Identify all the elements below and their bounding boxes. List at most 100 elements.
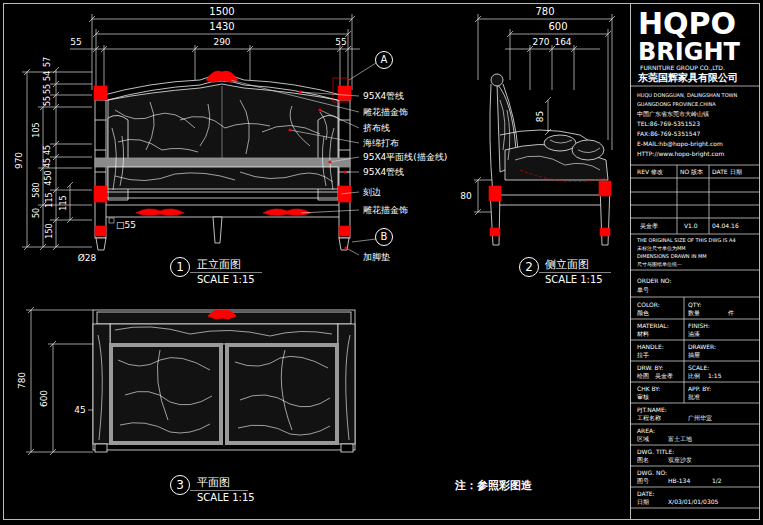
front-elevation: [95, 120, 350, 172]
plan-view: [227, 345, 337, 443]
title-block-grid: [677, 165, 678, 234]
side-elevation: [490, 84, 493, 195]
title-block-text: HB-134: [668, 478, 690, 484]
carved-ornament: [263, 209, 311, 215]
title-block-text: 油漆: [688, 331, 700, 337]
plan-view: [341, 444, 353, 452]
front-dimension-lines: [96, 34, 348, 35]
dimension-text: 290: [213, 38, 230, 47]
side-dimension-lines: [474, 180, 492, 181]
title-block-text: 审核: [637, 394, 649, 400]
front-elevation: [339, 238, 349, 250]
carved-ornament: [600, 228, 610, 236]
front-dimension-lines: [92, 14, 93, 90]
plan-dimension-lines: [53, 344, 54, 452]
title-block-grid: [630, 319, 760, 320]
plan-view: [95, 444, 107, 452]
front-elevation: [108, 167, 338, 189]
leader-line: [539, 272, 611, 273]
leader-line: [109, 218, 114, 223]
front-dimension-lines: [22, 72, 92, 73]
plan-view: [110, 324, 338, 344]
title-block-text: V1.0: [684, 223, 698, 229]
title-block-text: HTTP://www.hopo-bright.com: [637, 151, 724, 157]
fabric-pattern: [240, 100, 249, 154]
leader-line: [320, 110, 359, 128]
title-block-text: TEL:86-769-5351523: [637, 121, 700, 127]
dimension-text: 54: [44, 71, 52, 81]
title-block-grid: [630, 297, 760, 298]
title-block-grid: [630, 165, 760, 166]
carved-ornament: [599, 181, 611, 196]
view-title: 平面图: [197, 477, 230, 488]
plan-dimension-lines: [26, 452, 93, 453]
side-elevation: [544, 135, 576, 151]
front-elevation: [95, 158, 350, 167]
fabric-pattern: [550, 140, 572, 143]
view-number-circle: 2: [519, 257, 539, 277]
side-dimension-lines: [608, 29, 609, 140]
front-elevation: [222, 86, 223, 158]
title-block-grid: [630, 192, 760, 193]
side-dimension-lines: [475, 16, 615, 52]
title-block-grid: [630, 86, 760, 508]
fabric-pattern: [118, 139, 198, 152]
title-block-text: 工程名称: [637, 415, 661, 421]
callout-text: 海绵打布: [363, 139, 399, 148]
view-number: A: [381, 55, 388, 65]
carved-ornament: [94, 71, 351, 236]
leader-line: [349, 63, 376, 80]
company-logo: 东莞国辉家具有限公司: [638, 73, 738, 83]
front-elevation: [95, 75, 350, 250]
title-block-grid: [630, 382, 760, 383]
title-block-text: MATERIAL:: [637, 323, 669, 329]
leader-line: [346, 248, 359, 255]
title-block-text: 双座沙发: [668, 457, 692, 463]
title-block-text: ORDER NO:: [637, 278, 672, 284]
dimension-text: 1430: [209, 22, 234, 32]
dimension-text: 55: [70, 38, 81, 47]
title-block-grid: [630, 218, 760, 219]
title-block-grid: [630, 424, 760, 425]
company-logo: FURNITURE GROUP CO.,LTD.: [640, 65, 725, 71]
front-dimension-lines: [24, 67, 73, 250]
title-block-text: E-MAIL:hb@hopo-bright.com: [637, 141, 723, 147]
dimension-text: 105: [33, 122, 41, 137]
note-text: 注：参照彩图造: [455, 480, 532, 491]
plan-dimension-lines: [26, 307, 110, 455]
leader-line: [300, 210, 359, 213]
dimension-text: 115: [60, 195, 68, 210]
fabric-pattern: [235, 356, 328, 368]
view-title: 侧立面图: [545, 259, 589, 270]
title-block-text: FAX:86-769-5351547: [637, 131, 700, 137]
dimension-text: 45: [44, 145, 52, 155]
title-block-text: 广州华宜: [688, 415, 712, 421]
side-elevation: [572, 140, 604, 160]
title-block-text: DRAWER:: [688, 344, 716, 350]
title-block-grid: [630, 466, 760, 467]
drawing-frame: [630, 3, 631, 520]
title-block-text: DATE 日期: [712, 169, 742, 175]
title-block-text: 绘图: [637, 373, 649, 379]
view-number-circle: 3: [170, 475, 190, 495]
view-number-circle: 1: [170, 257, 190, 277]
fabric-pattern: [120, 423, 210, 433]
company-logo: HQPO: [638, 9, 736, 39]
plan-view: [93, 310, 355, 450]
fabric-pattern: [125, 391, 212, 405]
fabric-pattern: [115, 327, 332, 336]
dimension-text: 45: [74, 406, 85, 415]
title-block-grid: [630, 487, 760, 488]
title-block-grid: [630, 205, 760, 206]
leader-line: [190, 272, 262, 273]
title-block-text: CHK BY:: [637, 386, 660, 392]
dimension-text: 50: [33, 208, 41, 218]
side-elevation: [490, 74, 610, 245]
title-block-text: FINISH:: [688, 323, 710, 329]
plan-dimension-lines: [28, 307, 56, 455]
title-block-text: 尺寸与图纸单位统一: [637, 262, 682, 267]
title-block-text: 图名: [637, 457, 649, 463]
dimension-text: 85: [536, 110, 545, 121]
title-block-text: DRW. BY:: [637, 365, 663, 371]
leader-dot: [329, 161, 332, 164]
